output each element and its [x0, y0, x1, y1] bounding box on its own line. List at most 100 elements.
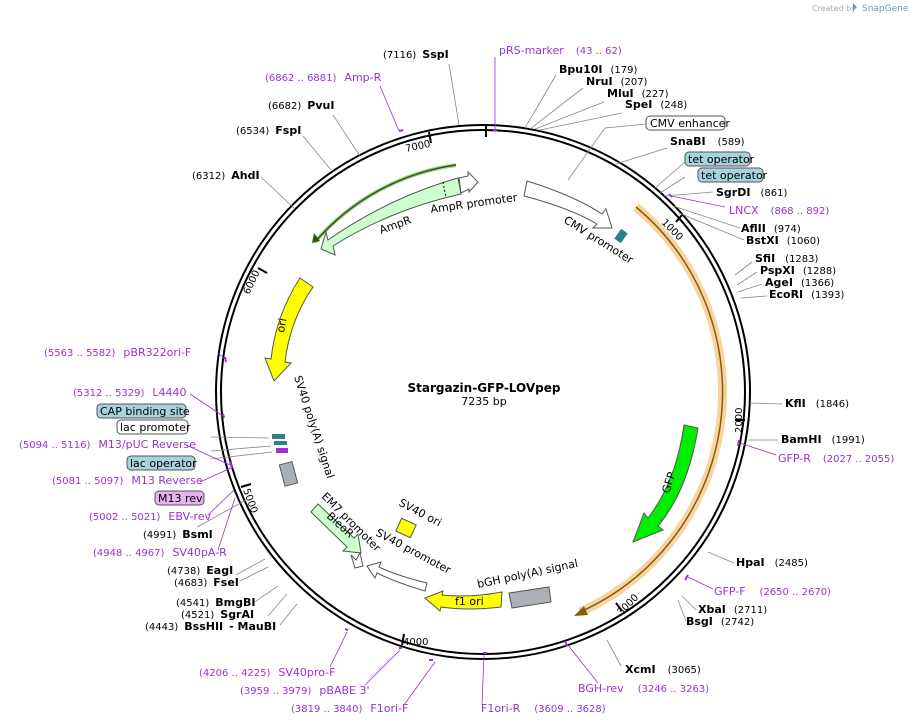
watermark-brand: SnapGene — [862, 4, 909, 14]
primer-lncx[interactable]: LNCX(868 .. 892) — [729, 204, 829, 217]
primer-sv40pa-r[interactable]: (4948 .. 4967)SV40pA-R — [93, 546, 227, 559]
lac-promoter-label: lac promoter — [120, 421, 191, 434]
insert-arc-line — [579, 206, 724, 613]
ampr-outer-line — [314, 164, 457, 243]
site-mlui[interactable]: MluI(227) — [607, 87, 669, 100]
cap-site-label: CAP binding site — [100, 405, 190, 418]
sv40-promoter-feature[interactable] — [366, 561, 428, 592]
ori-feature[interactable] — [264, 277, 314, 382]
sv40-ori-feature[interactable] — [395, 517, 417, 539]
tick-3000 — [615, 602, 623, 612]
gfp-label: GFP — [659, 470, 678, 495]
primer-l4440[interactable]: (5312 .. 5329)L4440 — [73, 386, 187, 399]
tick-label-3000: 3000 — [615, 592, 641, 618]
site-sfii[interactable]: SfiI(1283) — [755, 252, 819, 265]
primer-m13-puc-reverse[interactable]: (5094 .. 5116)M13/pUC Reverse — [19, 438, 196, 451]
m13-block[interactable] — [276, 448, 288, 453]
site-spei[interactable]: SpeI(248) — [625, 98, 687, 111]
site-bmgbi[interactable]: (4541)BmgBI — [176, 596, 255, 609]
site-ahdi[interactable]: (6312)AhdI — [192, 169, 260, 182]
site-sspi[interactable]: (7116)SspI — [383, 48, 449, 61]
gfp-feature[interactable] — [632, 424, 699, 543]
site-fsei[interactable]: (4683)FseI — [174, 576, 239, 589]
site-pvui[interactable]: (6682)PvuI — [268, 99, 334, 112]
em7-feature[interactable] — [350, 551, 364, 569]
site-agei[interactable]: AgeI(1366) — [765, 276, 834, 289]
site-nrui[interactable]: NruI(207) — [586, 75, 648, 88]
site-aflii[interactable]: AflII(974) — [741, 222, 801, 235]
m13-rev-label: M13 rev — [158, 492, 203, 505]
site-eagi[interactable]: (4738)EagI — [167, 564, 233, 577]
site-sgrai[interactable]: (4521)SgrAI — [181, 608, 254, 621]
cap-block[interactable] — [274, 441, 287, 445]
plasmid-size: 7235 bp — [461, 395, 506, 408]
primer-sv40pro-f[interactable]: (4206 .. 4225)SV40pro-F — [199, 666, 335, 679]
tick-label-4000: 4000 — [403, 637, 428, 648]
site-xcmi[interactable]: XcmI(3065) — [625, 663, 701, 676]
restriction-sites: (7116)SspI Bpu10I(179) NruI(207) MluI(22… — [143, 48, 865, 676]
site-kfli[interactable]: KflI(1846) — [785, 397, 849, 410]
lac-promoter-box[interactable] — [116, 419, 189, 435]
tick-6000 — [257, 267, 268, 274]
tet-operator-box-1[interactable] — [684, 151, 751, 167]
cmv-promoter-feature[interactable] — [523, 180, 613, 229]
site-bpu10i[interactable]: Bpu10I(179) — [559, 63, 637, 76]
site-hpai[interactable]: HpaI(2485) — [736, 556, 808, 569]
primer-pbabe-3[interactable]: (3959 .. 3979)pBABE 3' — [240, 684, 370, 697]
f1-ori-label: f1 ori — [455, 595, 484, 608]
tet-operator-label-2: tet operator — [701, 169, 768, 182]
cmv-enhancer-box[interactable] — [645, 115, 726, 131]
ampr-feature[interactable] — [320, 177, 462, 256]
sv40-promoter-label: SV40 promoter — [374, 526, 454, 577]
backbone-outer — [215, 124, 751, 660]
lac-operator-block[interactable] — [272, 434, 285, 439]
primer-f1ori-r[interactable]: F1ori-R(3609 .. 3628) — [481, 702, 606, 715]
primer-prs-marker[interactable]: pRS-marker(43 .. 62) — [499, 44, 622, 57]
bleor-feature[interactable] — [310, 503, 362, 554]
site-fspi[interactable]: (6534)FspI — [236, 124, 301, 137]
lac-operator-label: lac operator — [130, 457, 197, 470]
tet-operator-box-2[interactable] — [697, 167, 764, 183]
site-bamhi[interactable]: BamHI(1991) — [781, 433, 865, 446]
primer-gfp-f[interactable]: GFP-F(2650 .. 2670) — [714, 585, 831, 598]
bgh-feature[interactable] — [508, 586, 552, 609]
sv40-polya-feature[interactable] — [278, 460, 299, 487]
primer-labels: pRS-marker(43 .. 62) (6862 .. 6881)Amp-R… — [19, 44, 894, 715]
site-bsshii[interactable]: (4443)BssHII- MauBI — [145, 620, 276, 633]
site-sgrdi[interactable]: SgrDI(861) — [716, 186, 787, 199]
site-ecori[interactable]: EcoRI(1393) — [769, 288, 845, 301]
site-bstxi[interactable]: BstXI(1060) — [746, 234, 820, 247]
tick-label-7000: 7000 — [404, 139, 431, 155]
site-snabi[interactable]: SnaBI(589) — [670, 135, 745, 148]
m13-rev-box[interactable] — [154, 490, 205, 506]
ampr-promoter-feature[interactable] — [458, 170, 479, 194]
insert-arrow-head — [574, 606, 588, 616]
primer-amp-r[interactable]: (6862 .. 6881)Amp-R — [265, 71, 382, 84]
tick-1000 — [675, 214, 683, 223]
cap-site-box[interactable] — [96, 403, 187, 419]
primer-leader-lines — [185, 57, 777, 706]
primer-bgh-rev[interactable]: BGH-rev(3246 .. 3263) — [578, 682, 709, 695]
primer-gfp-r[interactable]: GFP-R(2027 .. 2055) — [778, 452, 894, 465]
plasmid-name: Stargazin-GFP-LOVpep — [407, 381, 560, 395]
site-bsmi[interactable]: (4991)BsmI — [143, 528, 213, 541]
leader-lines — [196, 63, 783, 667]
site-pspxi[interactable]: PspXI(1288) — [760, 264, 836, 277]
primer-pbr322ori-f[interactable]: (5563 .. 5582)pBR322ori-F — [44, 346, 191, 359]
f1-ori-feature[interactable] — [424, 590, 503, 612]
site-bsgi[interactable]: BsgI(2742) — [686, 615, 754, 628]
lac-operator-box[interactable] — [126, 455, 196, 471]
tet-operator-label-1: tet operator — [688, 153, 755, 166]
ampr-outer-arrow — [312, 233, 320, 243]
primer-ebv-rev[interactable]: (5002 .. 5021)EBV-rev — [89, 510, 211, 523]
primer-m13-reverse[interactable]: (5081 .. 5097)M13 Reverse — [52, 474, 203, 487]
primer-f1ori-f[interactable]: (3819 .. 3840)F1ori-F — [291, 702, 408, 715]
site-xbai[interactable]: XbaI(2711) — [698, 603, 767, 616]
insert-arc[interactable] — [578, 203, 728, 617]
tet-operator-block[interactable] — [614, 228, 628, 244]
ori-label: ori — [274, 317, 289, 333]
watermark-created-by: Created by — [812, 4, 856, 13]
tick-4000 — [401, 633, 405, 646]
snapgene-logo-icon — [853, 3, 857, 11]
